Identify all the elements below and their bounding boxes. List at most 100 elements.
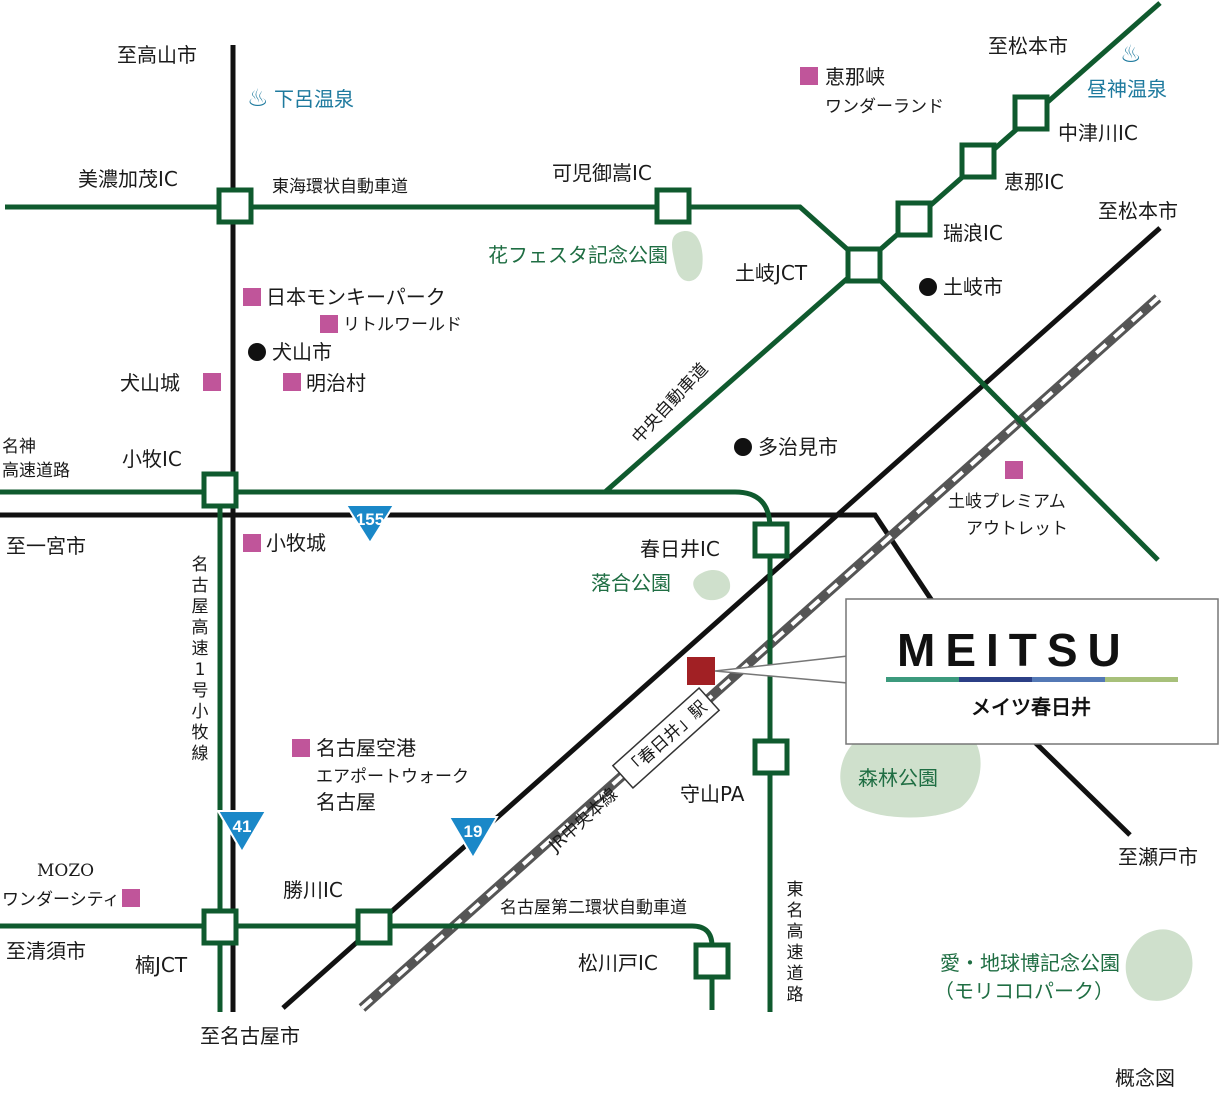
ic-box-komaki [201, 471, 239, 509]
callout-box [845, 598, 1219, 745]
ic-box-kanimitake [654, 187, 692, 225]
brand-stripe [886, 677, 1178, 682]
ic-box-kusunoki [201, 908, 239, 946]
ic-box-kasugai [752, 521, 790, 559]
city-toki: 土岐市 [943, 275, 1003, 299]
ic-label-ena: 恵那IC [1004, 170, 1064, 194]
route-badge-41: 41 [216, 810, 268, 854]
ic-box-mizunami [895, 200, 933, 238]
label-meishin-2: 高速道路 [2, 461, 70, 481]
spot-inuyama-castle: 犬山城 [120, 371, 180, 395]
label-jr-chuo-line: JR中央本線 [545, 784, 622, 856]
ic-label-kasugai: 春日井IC [640, 537, 720, 561]
hot-spring-icon: ♨ [1120, 40, 1142, 68]
spot-meijimura: 明治村 [306, 371, 366, 395]
map-note: 概念図 [1115, 1066, 1175, 1090]
ic-box-kachigawa [355, 908, 393, 946]
vertical-label-char: 道 [787, 964, 804, 984]
city-dots [248, 278, 937, 456]
jr-chuo-line [358, 294, 1162, 1012]
ic-label-kanimitake: 可児御嵩IC [552, 161, 652, 185]
label-nagoya-2-kanjo: 名古屋第二環状自動車道 [500, 898, 687, 918]
park-expo [1125, 929, 1193, 1001]
spot-little-world: リトルワールド [343, 315, 462, 335]
spot-airport-1: 名古屋空港 [316, 736, 416, 760]
brand-stripe-segment [1105, 677, 1178, 682]
ic-label-komaki: 小牧IC [122, 447, 182, 471]
svg-text:「春日井」駅: 「春日井」駅 [622, 697, 711, 780]
ic-box-moriyama [752, 738, 790, 776]
dir-seto: 至瀬戸市 [1118, 845, 1198, 869]
park-ochiai [693, 569, 731, 601]
spot-airport-3: 名古屋 [316, 790, 376, 814]
hot-spring-icon: ♨ [247, 84, 269, 112]
svg-text:19: 19 [464, 822, 483, 841]
vertical-label-char: 路 [787, 985, 804, 1005]
ic-label-kusunoki: 楠JCT [135, 953, 188, 977]
label-meishin-1: 名神 [2, 437, 36, 457]
brand-name: メイツ春日井 [971, 695, 1091, 719]
brand-stripe-segment [1032, 677, 1105, 682]
vertical-label-char: 小 [192, 702, 209, 722]
brand-stripe-segment [959, 677, 1032, 682]
ic-label-moriyama: 守山PA [680, 782, 745, 806]
brand-stripe-segment [886, 677, 959, 682]
destination-marker [687, 657, 715, 685]
onsen-hirugami: 昼神温泉 [1087, 77, 1167, 101]
spot-monkey-park: 日本モンキーパーク [266, 285, 446, 309]
vertical-label-char: 高 [192, 618, 209, 638]
ic-box-minokamo [216, 187, 254, 225]
park-label-expo-1: 愛・地球博記念公園 [940, 951, 1120, 975]
ic-box-ena [959, 142, 997, 180]
spot-mozo-1: MOZO [37, 861, 94, 881]
ic-label-nakatsugawa: 中津川IC [1058, 121, 1138, 145]
dir-nagoya: 至名古屋市 [200, 1024, 300, 1048]
ic-box-toki-jct [845, 246, 883, 284]
onsen-gero: 下呂温泉 [274, 87, 354, 111]
route-badge-19: 19 [447, 816, 499, 860]
ic-label-matsukawado: 松川戸IC [578, 951, 658, 975]
vertical-label-char: 線 [192, 744, 209, 764]
city-inuyama: 犬山市 [272, 340, 332, 364]
park-label-hana-festa: 花フェスタ記念公園 [488, 243, 668, 267]
park-label-shinrin: 森林公園 [858, 766, 938, 790]
spot-mozo-2: ワンダーシティ [2, 890, 120, 910]
vertical-label-char: 速 [192, 639, 209, 659]
label-tokai-kanjo: 東海環状自動車道 [272, 177, 408, 197]
park-label-ochiai: 落合公園 [591, 571, 671, 595]
vertical-label-char: 名 [192, 555, 209, 575]
vertical-label-char: 東 [787, 880, 804, 900]
ic-label-minokamo: 美濃加茂IC [78, 167, 178, 191]
park-label-expo-2: （モリコロパーク） [934, 979, 1114, 1003]
dir-matsumoto-2: 至松本市 [1098, 199, 1178, 223]
vertical-label-char: 速 [787, 943, 804, 963]
dir-ichinomiya: 至一宮市 [6, 534, 86, 558]
vertical-label-char: 号 [192, 681, 209, 701]
ic-box-nakatsugawa [1012, 94, 1050, 132]
park-shinrin [840, 723, 981, 818]
vertical-label-char: 高 [787, 922, 804, 942]
spot-outlet-1: 土岐プレミアム [948, 492, 1066, 512]
vertical-label-char: 屋 [192, 597, 209, 617]
svg-text:41: 41 [233, 817, 252, 836]
road-route-19 [281, 226, 1162, 1010]
spot-komaki-castle: 小牧城 [266, 531, 326, 555]
ic-label-toki-jct: 土岐JCT [735, 261, 808, 285]
ic-box-matsukawado [693, 942, 731, 980]
ic-label-kachigawa: 勝川IC [283, 878, 343, 902]
dir-kiyosu: 至清須市 [6, 939, 86, 963]
svg-text:155: 155 [356, 510, 384, 529]
spot-ena-1: 恵那峡 [825, 65, 885, 89]
spot-ena-2: ワンダーランド [825, 97, 944, 117]
brand-logo: MEITSU [897, 624, 1131, 676]
spot-airport-2: エアポートウォーク [316, 767, 469, 787]
vertical-label-char: 古 [192, 576, 209, 596]
interchange-boxes [201, 94, 1050, 980]
dir-matsumoto-1: 至松本市 [988, 34, 1068, 58]
spot-outlet-2: アウトレット [966, 519, 1068, 539]
vertical-label-char: 1 [195, 660, 206, 680]
expressway-tokai-kanjo [5, 204, 867, 267]
expressway-toki-south [863, 263, 1160, 562]
